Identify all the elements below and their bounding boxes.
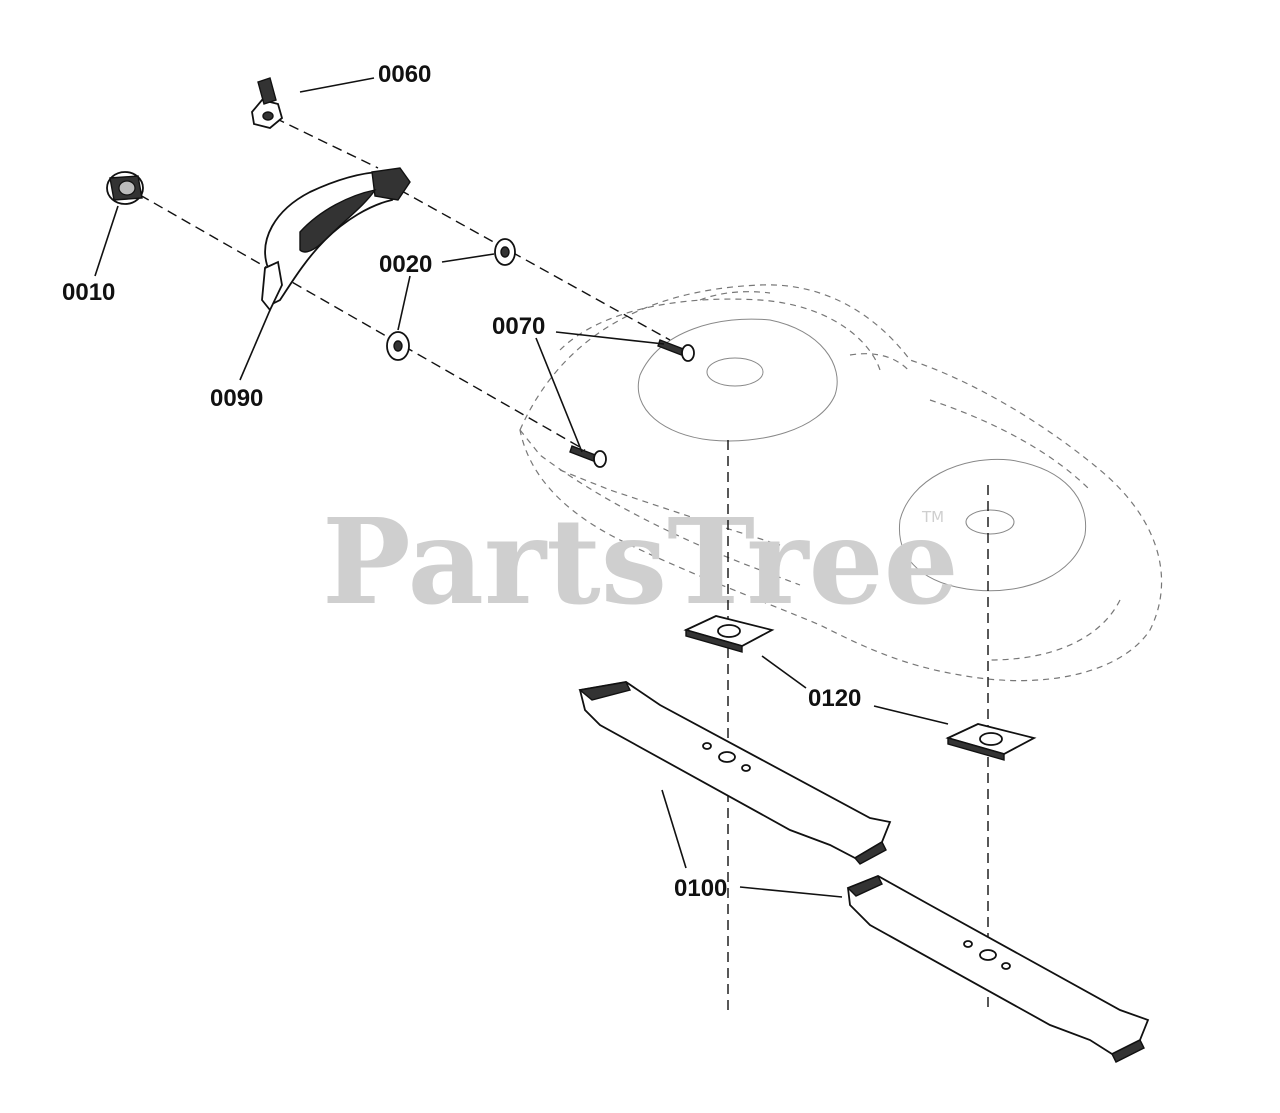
watermark: PartsTree TM — [322, 492, 959, 631]
part-0020-washer-lower[interactable] — [386, 331, 410, 361]
part-0060-nut[interactable] — [251, 77, 284, 129]
watermark-brand: PartsTree — [322, 492, 959, 631]
watermark-trademark: TM — [921, 508, 944, 526]
mower-deck — [519, 284, 1163, 682]
label-0060[interactable]: 0060 — [378, 61, 431, 88]
label-0070[interactable]: 0070 — [492, 313, 545, 340]
part-0070-bolt-upper[interactable] — [657, 339, 695, 362]
part-0090-deflector[interactable] — [261, 167, 411, 312]
part-0120-adapter-right[interactable] — [945, 723, 1037, 761]
label-0120[interactable]: 0120 — [808, 685, 861, 712]
part-labels: 0060 0010 0020 0070 0090 0120 0100 — [62, 61, 861, 902]
leader-lines — [94, 77, 949, 898]
part-0070-bolt-lower[interactable] — [569, 445, 607, 468]
label-0090[interactable]: 0090 — [210, 385, 263, 412]
part-0100-blade-left[interactable] — [578, 681, 892, 865]
part-0010-knob[interactable] — [106, 171, 144, 205]
part-0020-washer-upper[interactable] — [494, 238, 516, 266]
part-0100-blade-right[interactable] — [846, 875, 1150, 1063]
label-0100[interactable]: 0100 — [674, 875, 727, 902]
part-0120-adapter-left[interactable] — [683, 615, 775, 653]
label-0020[interactable]: 0020 — [379, 251, 432, 278]
label-0010[interactable]: 0010 — [62, 279, 115, 306]
